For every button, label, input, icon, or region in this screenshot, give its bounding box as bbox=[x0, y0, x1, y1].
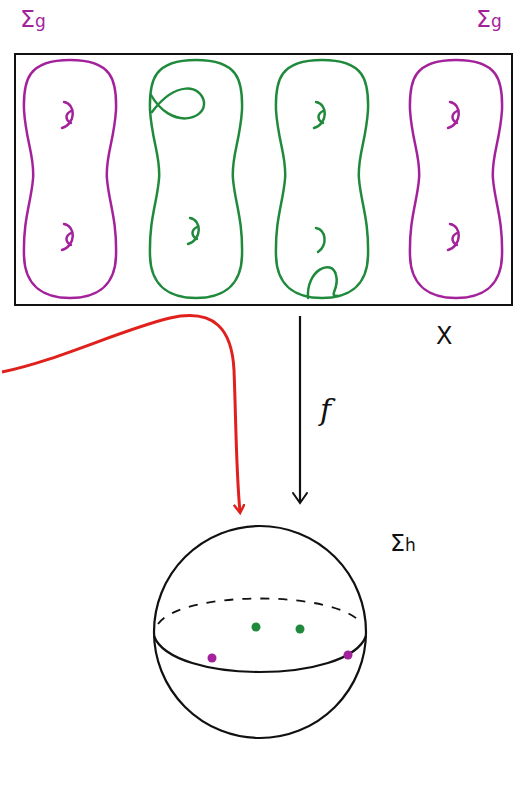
critical-value-dot bbox=[344, 651, 353, 660]
genus-two-fibre bbox=[24, 60, 116, 298]
critical-value-dot bbox=[296, 625, 305, 634]
critical-value-dot bbox=[252, 623, 261, 632]
genus-two-fibre bbox=[150, 60, 242, 298]
genus-two-fibre bbox=[410, 60, 502, 298]
fibre-label: Σg bbox=[476, 6, 502, 32]
total-space-box: X bbox=[14, 53, 513, 306]
map-label: f bbox=[320, 393, 331, 426]
sphere-outline bbox=[152, 524, 368, 740]
space-label: Σh bbox=[390, 530, 416, 556]
map-arrow bbox=[299, 316, 301, 502]
fibre-label: Σg bbox=[20, 6, 46, 32]
critical-value-dot bbox=[208, 654, 217, 663]
genus-two-fibre bbox=[276, 60, 368, 298]
red-pointer-arrow bbox=[2, 316, 240, 512]
base-sphere: Σh bbox=[152, 524, 368, 740]
space-label: X bbox=[436, 323, 452, 349]
